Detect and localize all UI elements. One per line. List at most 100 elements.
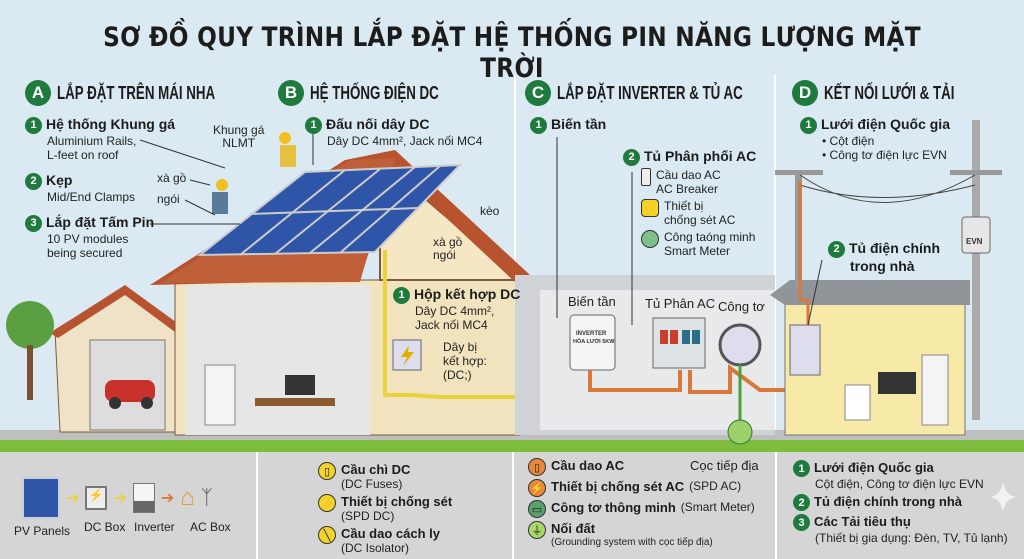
inverter-label-2: HÒA LƯỚI 5KW [573,337,615,345]
grid-tower [972,120,980,420]
legend-item: ▭Công tơ thông minh (Smart Meter) [528,500,755,518]
item-desc: Aluminium Rails, [47,133,137,148]
house-icon: ⌂ [180,484,195,511]
label-text: Công taóng minh [664,229,756,244]
section-d-title: KẾT NỐI LƯỚI & TẢI [824,82,955,103]
item-desc: 10 PV modules [47,231,129,246]
num-badge: 3 [793,514,810,532]
item-title: trong nhà [850,257,915,274]
legend-title: Lưới điện Quốc gia [814,460,934,475]
dc-box-icon: ⚡ [85,486,108,510]
car [105,380,155,402]
label-purlin: xà gồ [157,171,187,185]
ground-rod-label: Cọc tiếp địa [690,458,759,473]
legend-sub: (SPD AC) [689,479,742,493]
pv-panel-icon [22,477,60,519]
meter-icon [641,229,659,248]
item-title: Lắp đặt Tấm Pin [46,214,155,230]
num-badge: 1 [305,116,322,134]
arrow-icon: ➔ [113,490,127,507]
legend-sub: (Smart Meter) [680,500,755,514]
flow-label: AC Box [190,520,231,534]
evn-label: EVN [966,237,983,246]
inverter-label-1: INVERTER [576,331,607,337]
label-text: (DC;) [443,368,472,382]
legend-title: Thiết bị chống sét [341,494,453,509]
inverter [569,314,616,371]
tree [6,301,54,349]
label-meter: Công tơ [718,299,765,314]
label-text: Dây bị [443,340,478,354]
item-title: Lưới điện Quốc gia [821,116,950,132]
bullet: Công tơ điện lực EVN [829,147,947,162]
worker [279,132,291,144]
isolator-icon: ╲ [318,526,336,544]
tv [285,375,315,395]
tv [878,372,916,394]
inverter-icon [132,483,155,513]
num-badge: 3 [25,214,42,232]
label-text: Cầu dao AC [656,167,721,182]
fuse-icon: ▯ [318,462,336,480]
num-badge: 2 [828,240,845,258]
num-badge: 1 [393,286,410,304]
label-text: Thiết bị [664,198,704,213]
fridge [921,354,949,426]
section-b-title: HỆ THỐNG ĐIỆN DC [310,82,439,103]
num-badge: 1 [530,116,547,134]
sparkle-icon [990,482,1016,512]
lightning-icon: ⚡ [641,198,659,217]
legend-title: Công tơ thông minh [551,500,676,515]
item-title: Đấu nối dây DC [326,116,430,132]
label-text: xà gồ [433,235,463,249]
washing-machine [844,384,871,421]
page-title: SƠ ĐỒ QUY TRÌNH LẮP ĐẶT HỆ THỐNG PIN NĂN… [103,22,921,84]
legend-title: Thiết bị chống sét AC [551,479,685,494]
item-desc: Jack nối MC4 [415,317,488,332]
num-badge: 1 [25,116,42,134]
legend-sub: (Thiết bị gia dụng: Đèn, TV, Tủ lạnh) [815,531,1008,546]
worker [216,179,228,191]
item-title: Hệ thống Khung gá [46,116,176,132]
flow-label: PV Panels [14,524,71,538]
legend-title: Cầu dao AC [551,458,625,473]
fridge [204,364,236,426]
legend-item: ⚡Thiết bị chống sét(SPD DC) [318,494,452,523]
label-text: Khung gá [213,123,265,137]
legend-sub: Cột điện, Công tơ điện lực EVN [815,477,984,492]
item-desc: Dây DC 4mm², Jack nối MC4 [327,133,483,148]
legend-sub: (Grounding system with cọc tiếp địa) [551,537,713,548]
legend-title: Cầu chì DC [341,462,411,477]
num-badge: 2 [25,172,42,190]
flow-diagram: ➔ ⚡ ➔ ➔ ⌂ ᛉ [22,477,213,519]
section-d-badge: D [792,80,818,106]
lightning-icon: ⚡ [318,494,336,512]
item-title: Kẹp [46,172,73,188]
flow-label: DC Box [84,520,126,534]
arrow-icon: ➔ [66,490,80,507]
bullet: Cột điện [829,133,875,148]
item-desc: being secured [47,245,123,260]
breaker-icon: ▯ [528,458,546,476]
num-badge: 2 [623,148,640,166]
ac-wire [588,370,682,392]
legend-title: Cầu dao cách ly [341,526,440,541]
label-ac-panel: Tủ Phân AC [645,296,716,311]
evn-meter [961,216,991,254]
lightning-icon: ⚡ [528,479,546,497]
